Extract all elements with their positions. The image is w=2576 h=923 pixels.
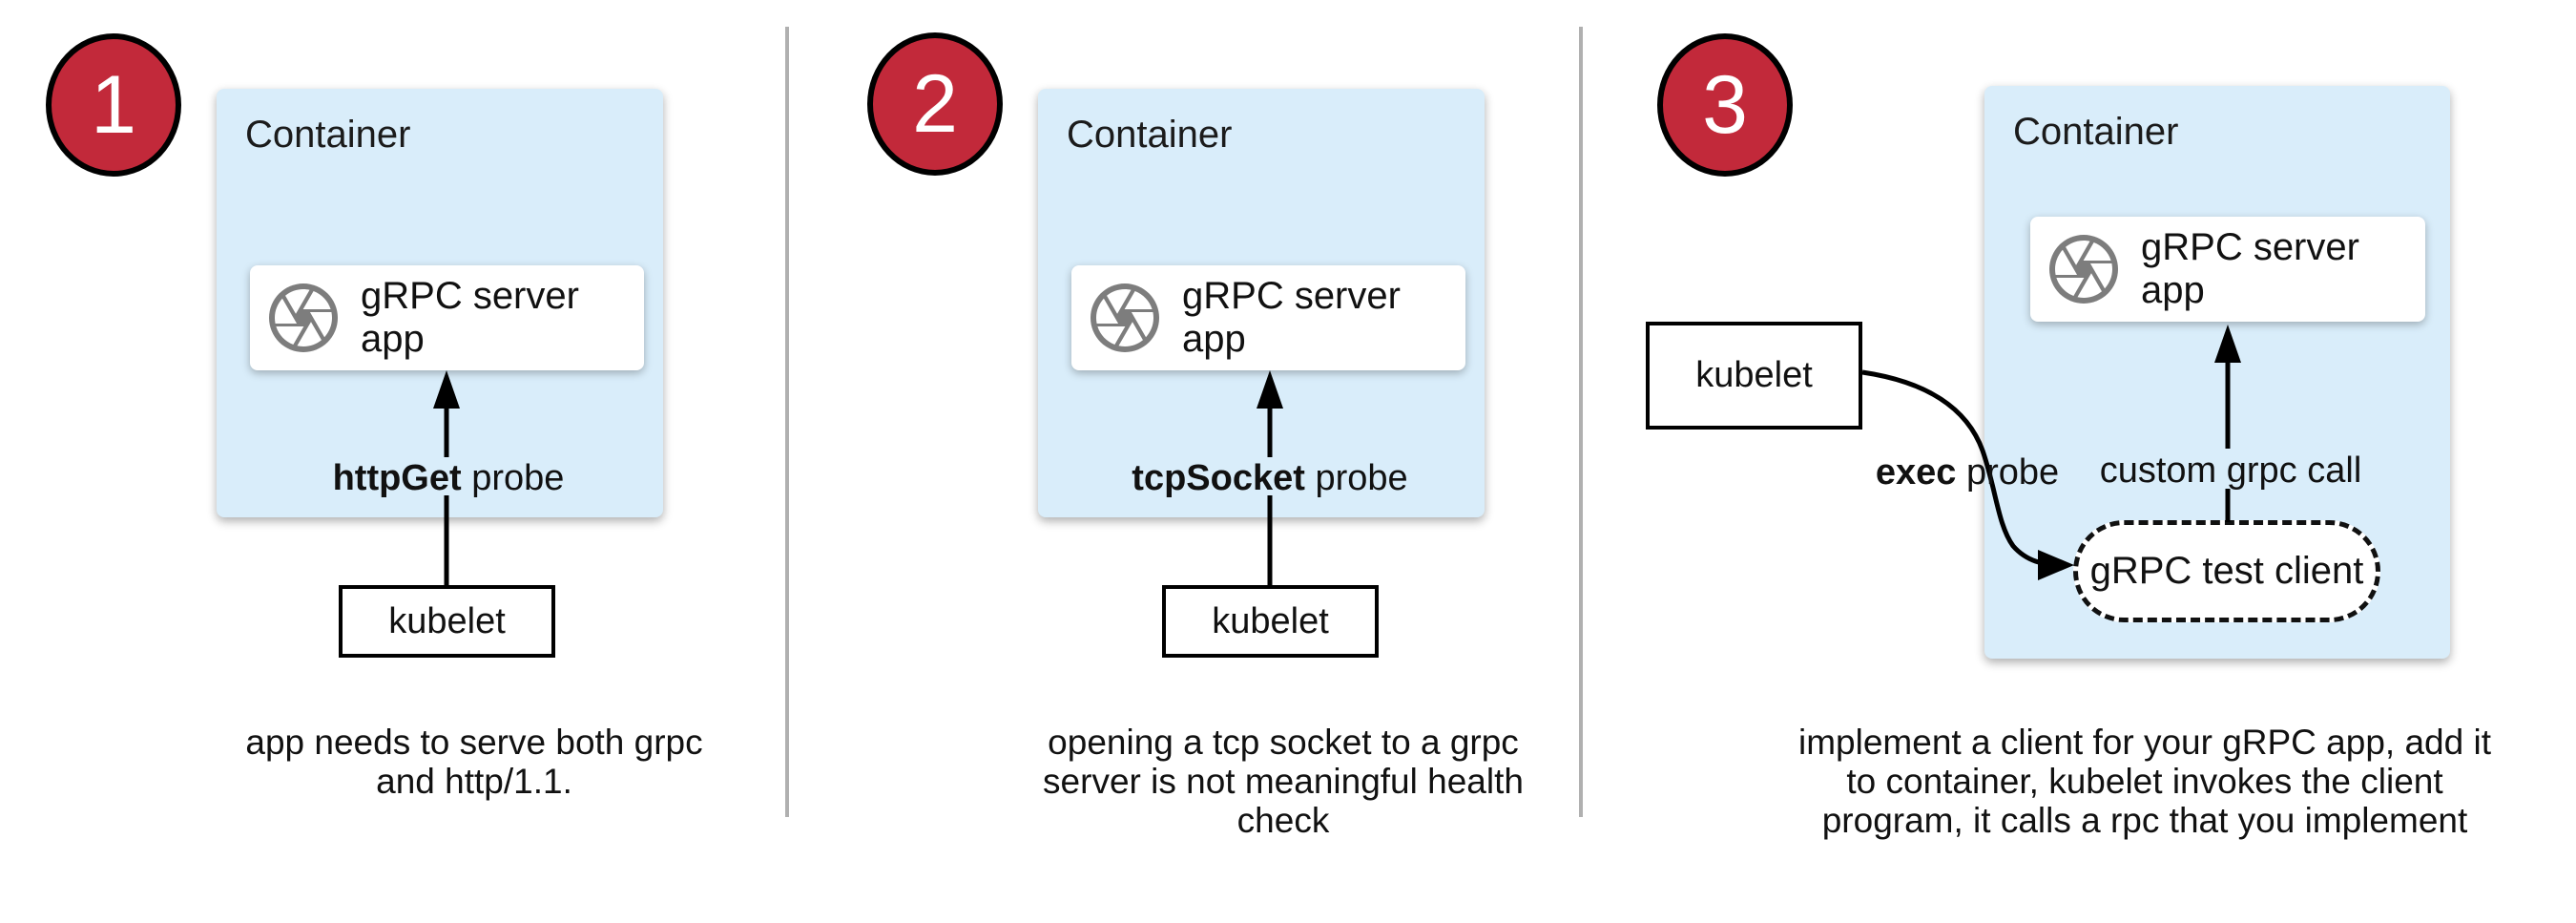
grpc-test-client-label: gRPC test client bbox=[2089, 550, 2364, 592]
kubelet-box-1: kubelet bbox=[339, 585, 555, 658]
grpc-server-app-label-3: gRPC server app bbox=[2141, 226, 2359, 311]
container-label-3: Container bbox=[2013, 111, 2179, 153]
caption-1-line-1: app needs to serve both grpc bbox=[245, 723, 703, 762]
caption-2-line-3: check bbox=[1236, 801, 1330, 840]
step-3-number: 3 bbox=[1702, 58, 1748, 151]
caption-1: app needs to serve both grpc and http/1.… bbox=[245, 723, 702, 801]
kubelet-label-2: kubelet bbox=[1212, 600, 1329, 641]
caption-1-line-2: and http/1.1. bbox=[376, 762, 572, 801]
grpc-server-app-label-1: gRPC server app bbox=[361, 275, 579, 360]
caption-3-line-2: to container, kubelet invokes the client bbox=[1846, 762, 2443, 801]
grpc-server-app-label-2: gRPC server app bbox=[1182, 275, 1401, 360]
grpc-server-app-box-3: gRPC server app bbox=[2030, 217, 2425, 322]
caption-3-line-1: implement a client for your gRPC app, ad… bbox=[1798, 723, 2491, 762]
panel-divider-1 bbox=[785, 27, 789, 817]
probe-keyword-1: httpGet bbox=[332, 458, 462, 498]
grpc-server-app-box-2: gRPC server app bbox=[1071, 265, 1465, 370]
caption-3-line-3: program, it calls a rpc that you impleme… bbox=[1821, 801, 2468, 840]
aperture-icon bbox=[2049, 235, 2118, 304]
container-label-1: Container bbox=[245, 114, 411, 156]
grpc-test-client-box: gRPC test client bbox=[2073, 520, 2380, 622]
httpget-probe-label: httpGet probe bbox=[333, 458, 565, 499]
step-2-number: 2 bbox=[912, 57, 958, 150]
panel-divider-2 bbox=[1579, 27, 1583, 817]
kubelet-label-3: kubelet bbox=[1695, 355, 1813, 395]
probe-word-2: probe bbox=[1315, 458, 1408, 498]
probe-word-3: probe bbox=[1965, 452, 2060, 493]
probe-keyword-2: tcpSocket bbox=[1132, 458, 1305, 498]
step-2-badge: 2 bbox=[867, 32, 1003, 176]
tcpsocket-probe-label: tcpSocket probe bbox=[1132, 458, 1407, 499]
step-1-badge: 1 bbox=[46, 33, 181, 177]
exec-probe-label: exec probe bbox=[1876, 452, 2059, 493]
kubelet-box-3: kubelet bbox=[1646, 322, 1862, 430]
step-3-badge: 3 bbox=[1657, 33, 1793, 177]
container-label-2: Container bbox=[1067, 114, 1233, 156]
probe-keyword-3: exec bbox=[1875, 452, 1957, 493]
custom-grpc-call-label: custom grpc call bbox=[2099, 451, 2362, 491]
caption-2-line-1: opening a tcp socket to a grpc bbox=[1048, 723, 1519, 762]
caption-3: implement a client for your gRPC app, ad… bbox=[1798, 723, 2491, 840]
aperture-icon bbox=[269, 283, 338, 352]
aperture-icon bbox=[1091, 283, 1159, 352]
grpc-server-app-box-1: gRPC server app bbox=[250, 265, 644, 370]
kubelet-label-1: kubelet bbox=[388, 600, 506, 641]
step-1-number: 1 bbox=[91, 58, 136, 151]
probe-word-1: probe bbox=[471, 458, 565, 498]
caption-2: opening a tcp socket to a grpc server is… bbox=[1043, 723, 1524, 840]
kubelet-box-2: kubelet bbox=[1162, 585, 1379, 658]
caption-2-line-2: server is not meaningful health bbox=[1043, 762, 1524, 801]
